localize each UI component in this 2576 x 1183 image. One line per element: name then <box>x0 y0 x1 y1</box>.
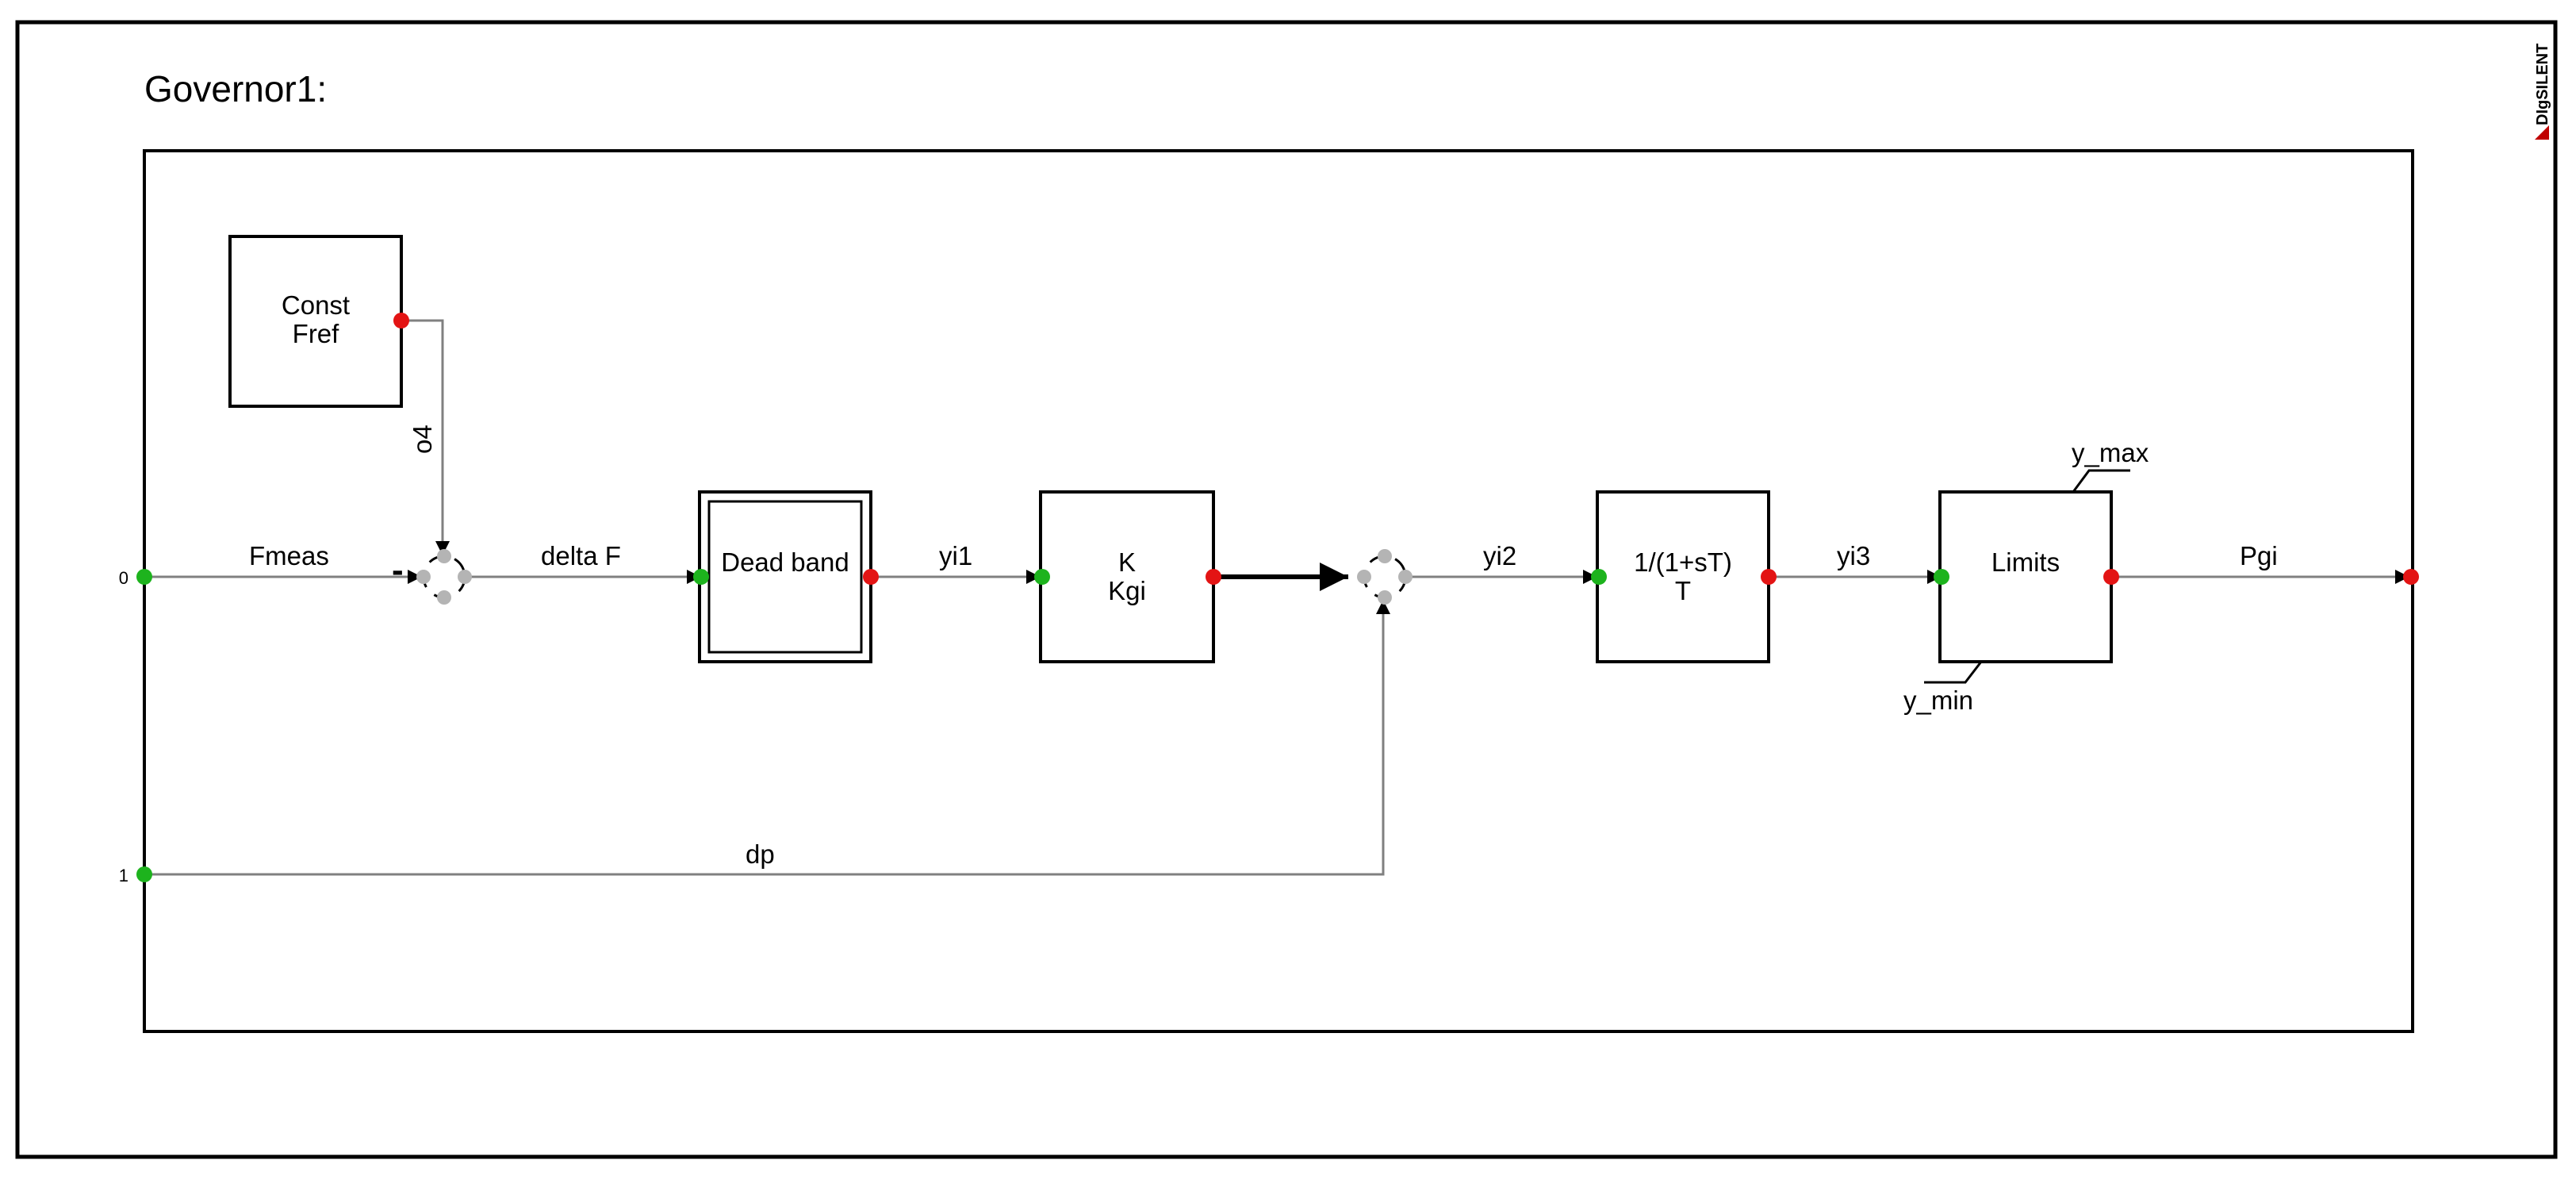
signal-yi1-label: yi1 <box>939 541 972 570</box>
gain-output-port[interactable] <box>1206 569 1221 585</box>
const-block-parameter: Fref <box>293 319 340 348</box>
signal-pgi-label: Pgi <box>2240 541 2278 570</box>
dead-band-input-port[interactable] <box>693 569 709 585</box>
lag-block-parameter: T <box>1675 576 1691 605</box>
brand-logo-text: DIgSILENT <box>2534 44 2551 125</box>
sum1-port-top[interactable] <box>437 549 451 563</box>
sum-point-2[interactable] <box>1357 549 1413 605</box>
lag-block[interactable]: 1/(1+sT) T <box>1596 490 1770 663</box>
input-port-1[interactable] <box>136 866 152 882</box>
limits-block[interactable]: Limits y_max y_min <box>1903 438 2149 715</box>
gain-block-parameter: Kgi <box>1108 576 1146 605</box>
lag-input-port[interactable] <box>1591 569 1607 585</box>
sum1-port-left[interactable] <box>416 570 431 584</box>
lag-block-label: 1/(1+sT) <box>1634 547 1732 577</box>
y-min-leader <box>1924 661 1983 684</box>
const-fref-block[interactable]: Const Fref <box>228 235 403 408</box>
sum2-port-right[interactable] <box>1398 570 1413 584</box>
brand-logo-mark <box>2535 125 2549 140</box>
limits-output-port[interactable] <box>2103 569 2119 585</box>
diagram-title: Governor1: <box>144 68 327 109</box>
gain-input-port[interactable] <box>1034 569 1050 585</box>
limits-block-label: Limits <box>1991 547 2060 577</box>
sum1-minus-sign: - <box>392 551 404 590</box>
drawing-frame <box>15 20 2558 1159</box>
sum1-port-bottom[interactable] <box>437 590 451 605</box>
dead-band-label: Dead band <box>721 547 849 577</box>
input-port-1-index: 1 <box>119 866 128 885</box>
sum2-port-top[interactable] <box>1378 549 1392 563</box>
sum-point-1[interactable]: - <box>392 549 472 605</box>
output-port-0[interactable] <box>2403 569 2419 585</box>
y-min-label: y_min <box>1903 686 1973 715</box>
lag-output-port[interactable] <box>1761 569 1777 585</box>
dead-band-output-port[interactable] <box>863 569 879 585</box>
limits-input-port[interactable] <box>1934 569 1949 585</box>
y-max-leader <box>2072 469 2130 493</box>
dead-band-block[interactable]: Dead band <box>698 490 872 663</box>
const-output-port[interactable] <box>393 313 409 328</box>
y-max-label: y_max <box>2072 438 2149 467</box>
sum2-port-bottom[interactable] <box>1378 590 1392 605</box>
sum1-port-right[interactable] <box>458 570 472 584</box>
signal-delta-f-label: delta F <box>541 541 621 570</box>
sum2-port-left[interactable] <box>1357 570 1371 584</box>
input-port-0[interactable] <box>136 569 152 585</box>
gain-block-label: K <box>1118 547 1136 577</box>
gain-block[interactable]: K Kgi <box>1039 490 1215 663</box>
signal-o4-label: o4 <box>408 424 437 454</box>
signal-yi3-label: yi3 <box>1837 541 1870 570</box>
signal-dp-label: dp <box>746 839 775 869</box>
signal-fmeas-label: Fmeas <box>249 541 329 570</box>
wire-o4 <box>401 319 450 555</box>
signal-yi2-label: yi2 <box>1483 541 1516 570</box>
const-block-label: Const <box>282 290 350 320</box>
model-border <box>143 149 2414 1033</box>
wire-dp <box>144 600 1390 876</box>
input-port-0-index: 0 <box>119 568 128 588</box>
